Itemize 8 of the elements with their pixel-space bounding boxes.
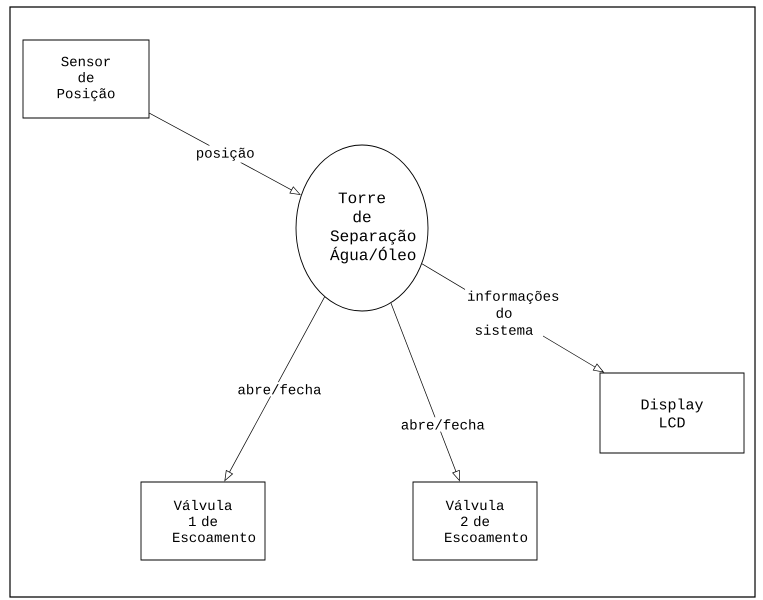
- edge-label: informações do sistema: [468, 290, 558, 335]
- edge-label: posição: [197, 148, 254, 161]
- edge-label: abre/fecha: [402, 419, 484, 430]
- process-box: Válvula 2 de Escoamento: [412, 482, 538, 560]
- process-box: Display LCD: [600, 372, 744, 454]
- edge-label: abre/fecha: [238, 384, 321, 394]
- process-box: Sensor de Posição: [22, 40, 150, 118]
- process-box: Válvula 1 de Escoamento: [140, 482, 266, 560]
